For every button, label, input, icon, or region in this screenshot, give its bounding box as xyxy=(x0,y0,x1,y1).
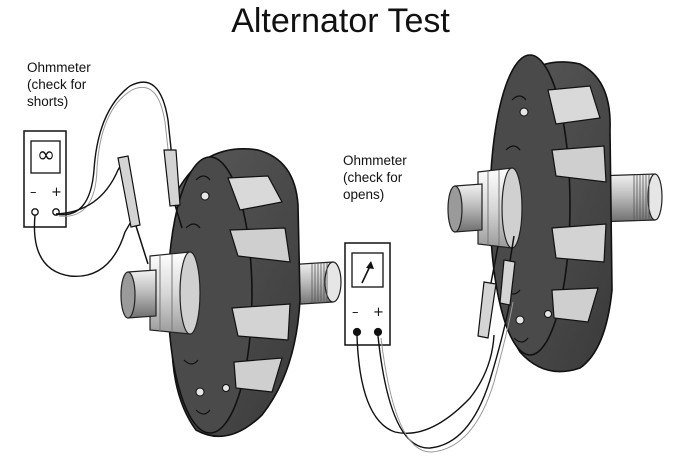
left-ohmmeter xyxy=(23,130,67,228)
left-rotor-claw-body xyxy=(167,148,301,438)
right-test-leads xyxy=(356,299,514,453)
right-meter-plus-sign: + xyxy=(373,305,384,320)
left-meter-infinity-reading: ∞ xyxy=(36,143,56,168)
left-meter-label: Ohmmeter (check for shorts) xyxy=(27,59,91,110)
right-meter-minus-sign: – xyxy=(352,305,359,320)
right-meter-negative-terminal xyxy=(352,327,362,337)
right-meter-label-line-1: Ohmmeter xyxy=(343,153,407,168)
right-ohmmeter xyxy=(344,242,391,346)
left-meter-negative-terminal xyxy=(31,208,39,216)
right-meter-label-line-2: (check for xyxy=(343,170,403,185)
diagram-title: Alternator Test xyxy=(231,2,450,40)
right-meter-label: Ohmmeter (check for opens) xyxy=(343,152,407,203)
left-meter-plus-sign: + xyxy=(51,185,62,200)
right-probe-lower xyxy=(477,245,499,339)
left-probe-lower xyxy=(117,155,149,265)
left-meter-label-line-1: Ohmmeter xyxy=(27,60,91,75)
meter-needle-icon xyxy=(361,261,374,284)
right-probe-upper xyxy=(499,235,516,306)
left-rotor-front-shaft xyxy=(120,269,157,319)
left-probe-upper xyxy=(163,149,183,229)
left-meter-label-line-3: shorts) xyxy=(27,94,69,109)
right-meter-label-line-3: opens) xyxy=(343,187,385,202)
left-meter-label-line-2: (check for xyxy=(27,77,87,92)
right-meter-positive-terminal xyxy=(373,327,383,337)
right-rotor-front-shaft xyxy=(447,183,483,233)
right-rotor-slip-rings xyxy=(477,167,523,249)
left-meter-minus-sign: – xyxy=(30,185,37,200)
left-rotor xyxy=(120,148,342,438)
left-rotor-slip-rings xyxy=(149,251,201,335)
left-test-leads xyxy=(33,81,173,277)
